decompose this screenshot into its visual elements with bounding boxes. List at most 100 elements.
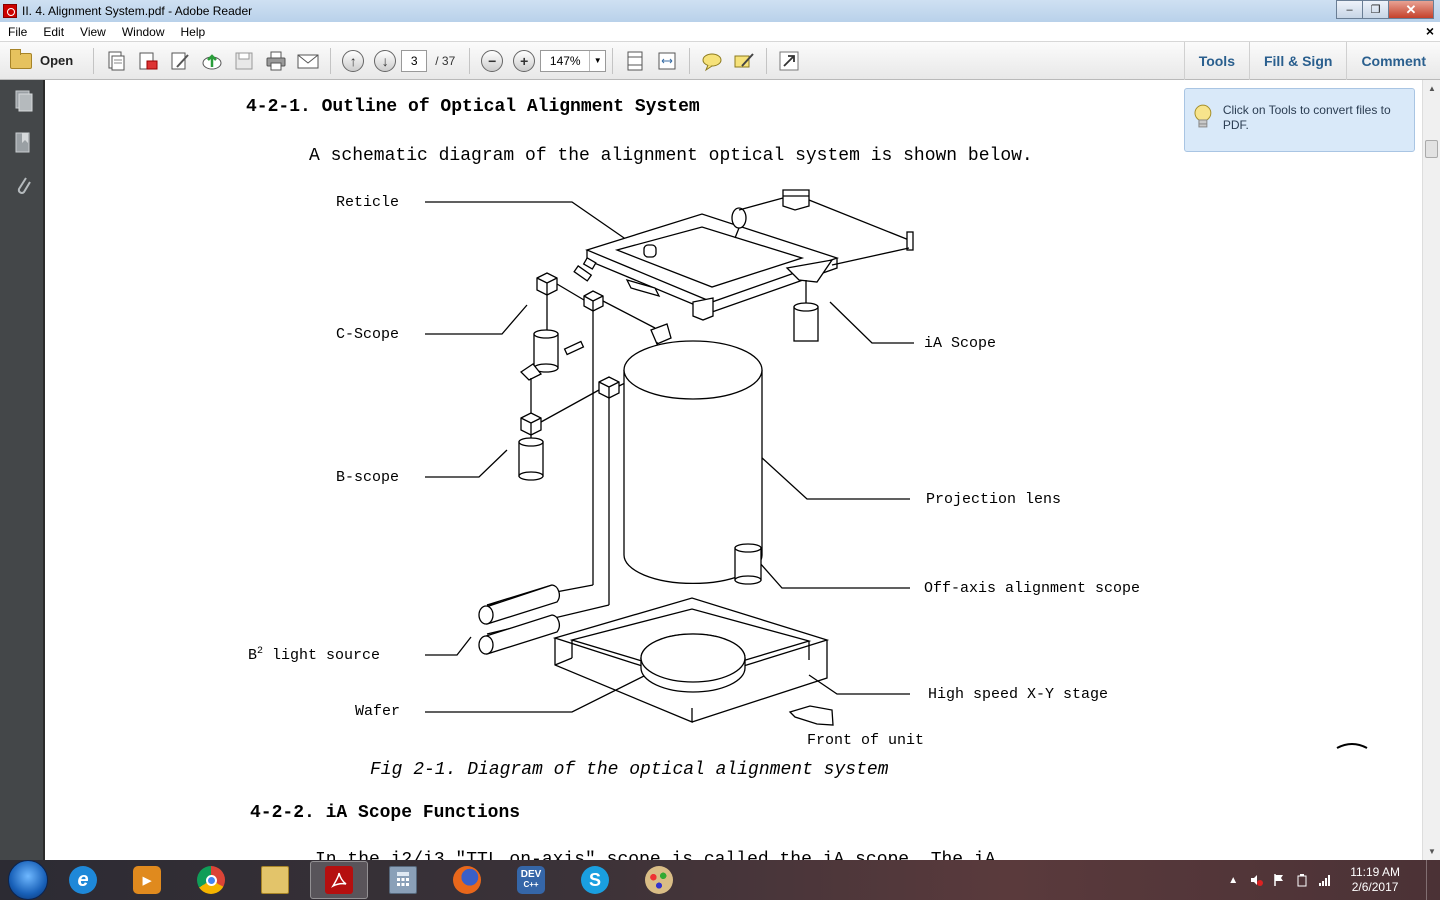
menu-edit[interactable]: Edit — [43, 24, 65, 39]
sticky-note-button[interactable] — [698, 47, 726, 75]
folder-icon — [261, 866, 289, 894]
edit-pdf-icon — [171, 52, 189, 69]
show-hidden-icons-button[interactable]: ▲ — [1228, 874, 1239, 886]
system-tray: ▲ 11:19 AM 2/6/2017 — [1217, 860, 1400, 900]
navigation-pane — [0, 80, 45, 860]
label-xy-stage: High speed X-Y stage — [928, 686, 1109, 703]
fill-sign-pane-button[interactable]: Fill & Sign — [1248, 42, 1346, 80]
clock[interactable]: 11:19 AM 2/6/2017 — [1350, 865, 1400, 895]
minus-icon: − — [481, 49, 504, 72]
save-button[interactable] — [230, 47, 258, 75]
toolbar-separator — [689, 47, 691, 74]
expand-icon — [779, 51, 799, 70]
comment-pane-button[interactable]: Comment — [1346, 42, 1440, 80]
toolbar-separator — [469, 47, 471, 74]
window-title: II. 4. Alignment System.pdf - Adobe Read… — [22, 4, 253, 18]
highlighter-icon — [734, 52, 754, 67]
next-page-button[interactable]: ↓ — [371, 47, 399, 75]
fit-page-button[interactable] — [621, 47, 649, 75]
show-desktop-button[interactable] — [1426, 860, 1440, 900]
email-button[interactable] — [294, 47, 322, 75]
bookmarks-button[interactable] — [0, 122, 45, 164]
toolbar-separator — [330, 47, 332, 74]
export-pdf-button[interactable] — [134, 47, 162, 75]
minimize-button[interactable]: – — [1336, 0, 1363, 19]
scroll-up-icon[interactable]: ▲ — [1428, 84, 1436, 93]
document-view[interactable]: 4-2-1. Outline of Optical Alignment Syst… — [47, 80, 1422, 860]
clock-time: 11:19 AM — [1350, 865, 1400, 879]
taskbar-calculator[interactable] — [374, 861, 432, 899]
dev-cpp-glyph: DEV — [520, 869, 542, 880]
upload-button[interactable] — [198, 47, 226, 75]
paperclip-icon — [17, 177, 31, 194]
attachments-button[interactable] — [0, 164, 45, 206]
tools-tooltip[interactable]: Click on Tools to convert files to PDF. — [1184, 88, 1415, 152]
edit-pdf-button[interactable] — [166, 47, 194, 75]
volume-muted-icon[interactable] — [1249, 873, 1264, 887]
taskbar-internet-explorer[interactable]: e — [54, 861, 112, 899]
menu-view[interactable]: View — [80, 24, 106, 39]
scroll-down-icon[interactable]: ▼ — [1428, 847, 1436, 856]
menu-help[interactable]: Help — [180, 24, 206, 39]
zoom-out-button[interactable]: − — [478, 47, 506, 75]
menu-window[interactable]: Window — [121, 24, 165, 39]
chevron-down-icon: ▼ — [589, 50, 605, 71]
task-panes: Tools Fill & Sign Comment — [1183, 42, 1440, 80]
fit-width-button[interactable] — [653, 47, 681, 75]
menu-bar: File Edit View Window Help × — [0, 22, 1440, 42]
menu-file[interactable]: File — [8, 24, 28, 39]
print-button[interactable] — [262, 47, 290, 75]
comment-bubble-icon — [702, 53, 722, 71]
create-pdf-button[interactable] — [102, 47, 130, 75]
toolbar: Open ↑ ↓ 3 / 37 − + 147% ▼ — [0, 42, 1440, 80]
taskbar-chrome[interactable] — [182, 861, 240, 899]
maximize-button[interactable]: ❐ — [1362, 0, 1389, 19]
scroll-thumb[interactable] — [1425, 140, 1438, 158]
start-button[interactable] — [8, 860, 48, 900]
page-number-input[interactable]: 3 — [401, 49, 428, 72]
full-screen-button[interactable] — [775, 47, 803, 75]
label-ia-scope: iA Scope — [924, 335, 997, 352]
taskbar-skype[interactable]: S — [566, 861, 624, 899]
b2-prefix: B — [248, 647, 258, 664]
tools-pane-button[interactable]: Tools — [1183, 42, 1249, 80]
action-center-flag-icon[interactable] — [1272, 873, 1286, 887]
figure-caption: Fig 2-1. Diagram of the optical alignmen… — [370, 760, 889, 780]
taskbar-media-player[interactable]: ▶ — [118, 861, 176, 899]
taskbar-paint[interactable] — [630, 861, 688, 899]
page-thumbnails-icon — [15, 90, 32, 112]
label-b-scope: B-scope — [336, 469, 400, 486]
close-document-button[interactable]: × — [1425, 23, 1434, 39]
firefox-icon — [453, 866, 481, 894]
page-thumbnails-button[interactable] — [0, 80, 45, 122]
alignment-system-diagram — [425, 189, 1368, 749]
print-icon — [266, 51, 286, 70]
window-controls: – ❐ ✕ — [1336, 0, 1434, 19]
zoom-in-button[interactable]: + — [510, 47, 538, 75]
toolbar-separator — [93, 47, 95, 74]
taskbar-file-explorer[interactable] — [246, 861, 304, 899]
bookmark-icon — [15, 132, 29, 153]
network-signal-icon[interactable] — [1318, 873, 1332, 887]
cut-off-paragraph: In the i2/i3 "TTL on-axis" scope is call… — [315, 850, 996, 860]
label-off-axis-scope: Off-axis alignment scope — [924, 580, 1141, 597]
open-button[interactable]: Open — [10, 48, 73, 69]
tooltip-text: Click on Tools to convert files to PDF. — [1222, 103, 1391, 132]
adobe-reader-icon — [325, 866, 353, 894]
vertical-scrollbar[interactable]: ▲ ▼ — [1422, 80, 1440, 860]
section-heading-4-2-1: 4-2-1. Outline of Optical Alignment Syst… — [246, 97, 700, 117]
previous-page-button[interactable]: ↑ — [339, 47, 367, 75]
highlight-button[interactable] — [730, 47, 758, 75]
power-icon[interactable] — [1295, 873, 1309, 887]
close-button[interactable]: ✕ — [1388, 0, 1434, 19]
taskbar-adobe-reader[interactable] — [310, 861, 368, 899]
b2-superscript: 2 — [257, 646, 264, 657]
zoom-select[interactable]: 147% ▼ — [540, 49, 607, 72]
toolbar-separator — [766, 47, 768, 74]
label-c-scope: C-Scope — [336, 326, 400, 343]
label-wafer: Wafer — [355, 703, 401, 720]
taskbar-firefox[interactable] — [438, 861, 496, 899]
